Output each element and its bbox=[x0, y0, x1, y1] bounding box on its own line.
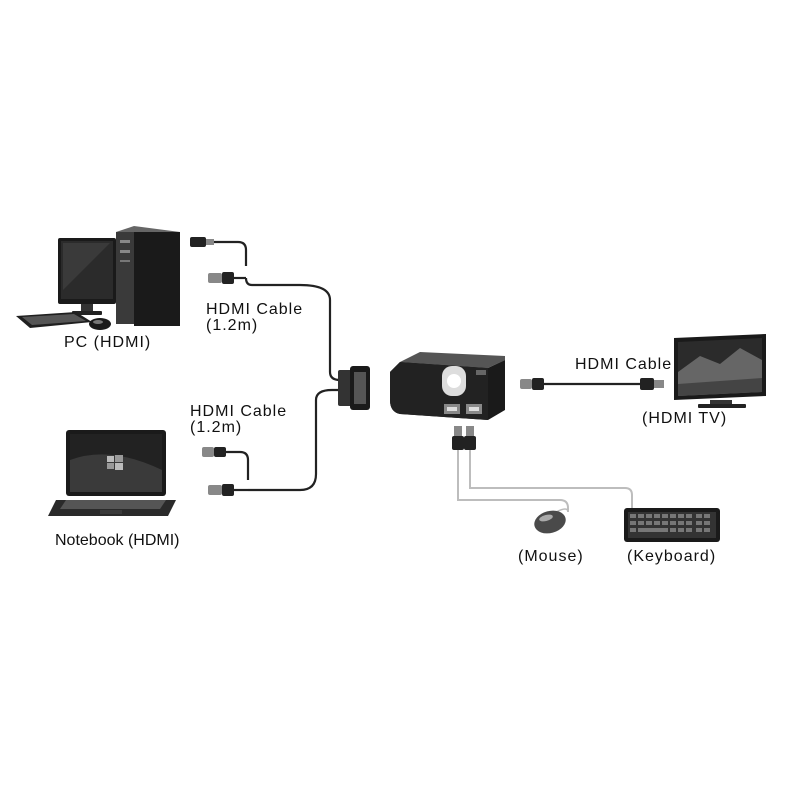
notebook-cable-label: HDMI Cable (1.2m) bbox=[190, 404, 287, 436]
notebook-cable-label-line2: (1.2m) bbox=[190, 419, 243, 436]
pc-cable-plug-top bbox=[190, 237, 214, 247]
usb-plug-mouse bbox=[452, 426, 464, 450]
usb-lines bbox=[457, 450, 633, 512]
kvm-switch-box bbox=[390, 352, 505, 420]
hdmi-tv-icon bbox=[674, 334, 766, 408]
pc-monitor-icon bbox=[58, 238, 116, 315]
notebook-hdmi-cable bbox=[220, 388, 340, 492]
pc-label: PC (HDMI) bbox=[64, 334, 152, 351]
notebook-icon bbox=[48, 430, 176, 516]
pc-cable-label-line1: HDMI Cable bbox=[206, 301, 304, 318]
tv-cable-plug-right bbox=[640, 378, 664, 390]
notebook-cable-plug-top bbox=[202, 447, 226, 457]
pc-mouse-icon bbox=[89, 318, 111, 330]
notebook-cable-plug-bottom bbox=[208, 484, 234, 496]
vga-combo-connector bbox=[338, 366, 370, 410]
mouse-icon bbox=[534, 508, 569, 534]
keyboard-label: (Keyboard) bbox=[627, 548, 717, 565]
notebook-cable-label-line1: HDMI Cable bbox=[190, 403, 288, 420]
tv-label: (HDMI TV) bbox=[642, 410, 728, 427]
windows-logo-icon bbox=[107, 455, 123, 470]
pc-tower-icon bbox=[116, 226, 180, 326]
pc-cable-label: HDMI Cable (1.2m) bbox=[206, 302, 303, 334]
notebook-label: Notebook (HDMI) bbox=[55, 532, 180, 549]
pc-cable-plug-bottom bbox=[208, 272, 234, 284]
pc-cable-label-line2: (1.2m) bbox=[206, 317, 259, 334]
pc-keyboard-icon bbox=[16, 312, 92, 328]
usb-plug-keyboard bbox=[464, 426, 476, 450]
keyboard-icon bbox=[624, 508, 720, 542]
tv-cable-label: HDMI Cable bbox=[575, 356, 673, 373]
tv-cable-plug-left bbox=[520, 378, 544, 390]
mouse-label: (Mouse) bbox=[518, 548, 584, 565]
